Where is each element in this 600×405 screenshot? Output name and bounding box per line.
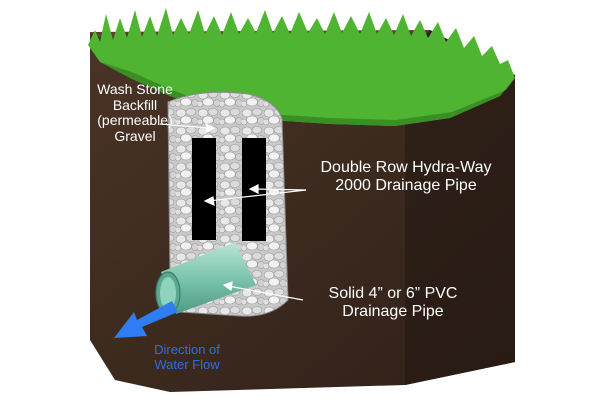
label-line: 2000 Drainage Pipe [335, 176, 477, 194]
label-water-flow: Direction of Water Flow [128, 342, 246, 372]
label-line: Double Row Hydra-Way [320, 159, 492, 176]
arrow-icon [114, 301, 178, 338]
label-pvc-pipe: Solid 4” or 6” PVC Drainage Pipe [298, 285, 488, 321]
label-backfill-gravel: Wash Stone Backfill (permeable) Gravel [74, 81, 196, 145]
drainage-pipe-left [192, 138, 216, 240]
label-line: Wash Stone [97, 81, 173, 97]
label-line: Drainage Pipe [342, 302, 444, 320]
label-line: (permeable) [97, 112, 173, 129]
label-line: Backfill [112, 96, 158, 113]
label-line: Water Flow [154, 356, 220, 372]
soil-edge-shade [405, 60, 515, 385]
label-line: Gravel [114, 128, 156, 145]
label-line: Solid 4” or 6” PVC [328, 285, 458, 302]
label-hydra-way-pipe: Double Row Hydra-Way 2000 Drainage Pipe [296, 159, 516, 195]
label-line: Direction of [154, 342, 220, 357]
leader-lines [159, 122, 307, 301]
pvc-pipe [155, 242, 256, 315]
